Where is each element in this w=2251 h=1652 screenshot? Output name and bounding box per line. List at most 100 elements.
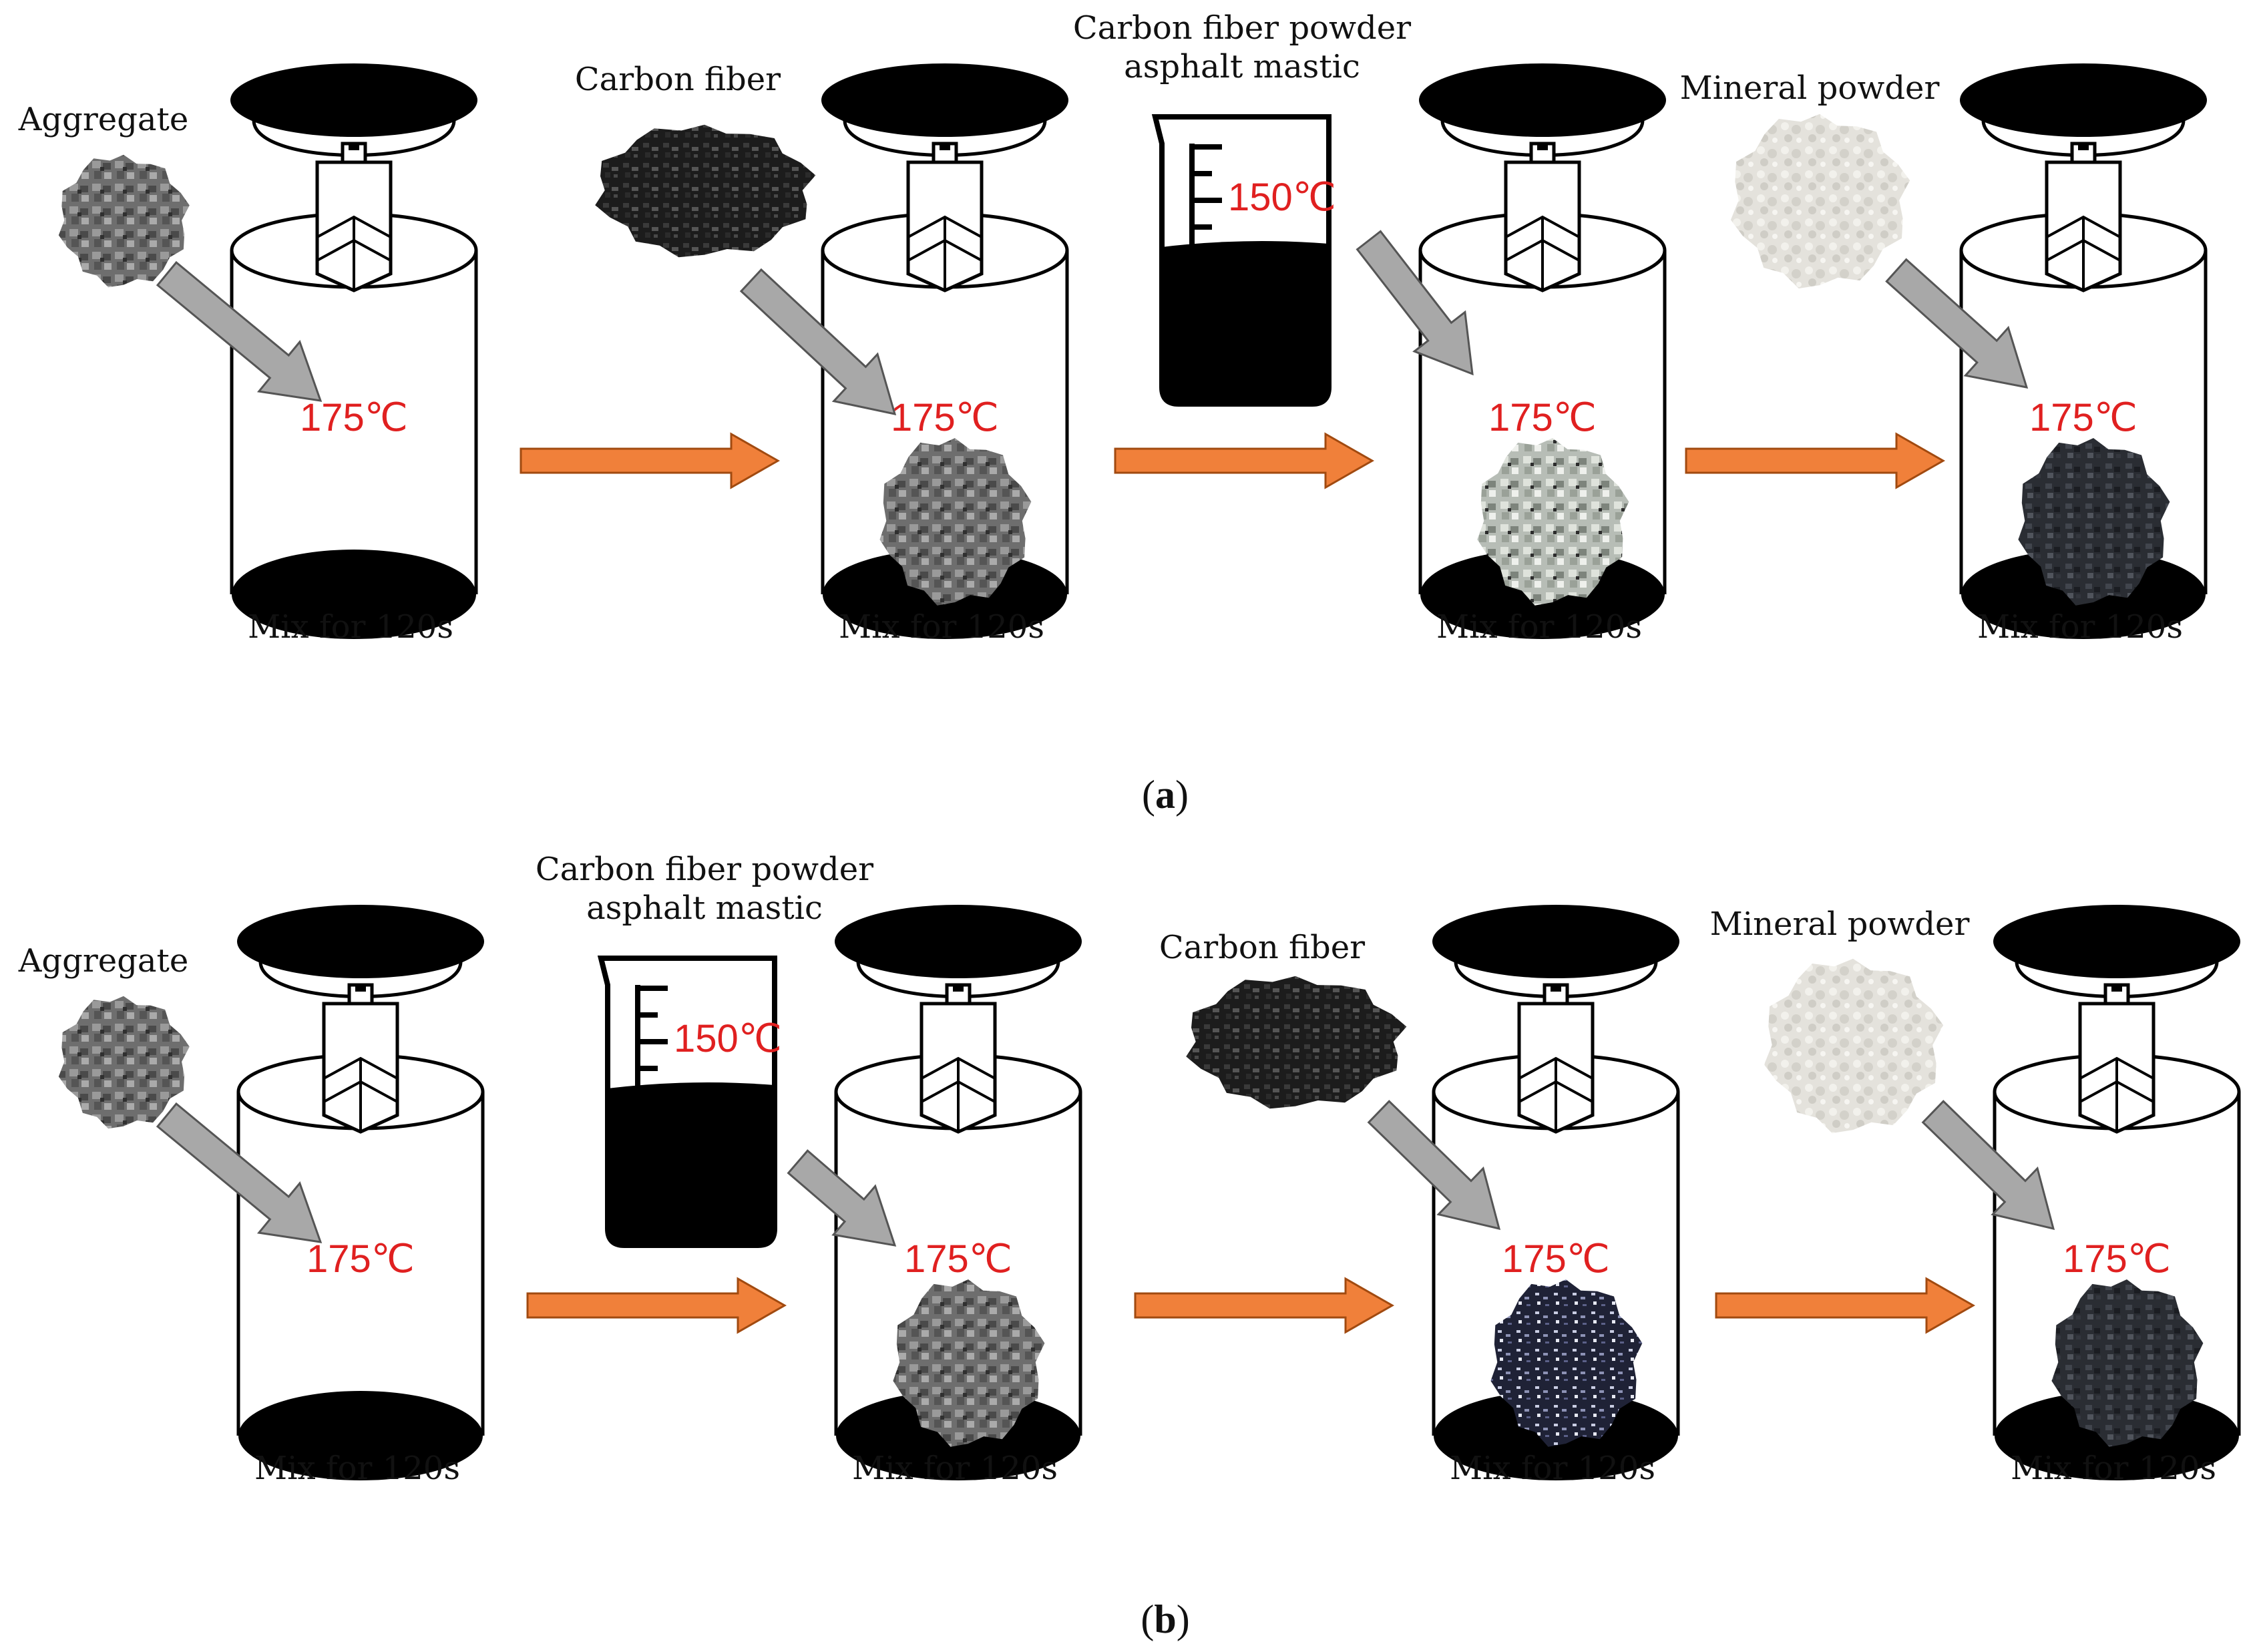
flow-arrow [520,432,781,489]
mix-label: Mix for 120s [254,1450,460,1487]
blade-chevrons [317,215,391,290]
flow-arrow [1715,1277,1976,1334]
shaft-cap [953,985,964,992]
panel-caption: (a) [1142,773,1189,817]
feed-arrow [1367,1100,1501,1231]
mixer-wall [1993,1092,2241,1436]
mix-label: Mix for 120s [852,1450,1058,1487]
beaker-scale [1189,144,1222,247]
mixer-temperature: 175℃ [1488,396,1597,439]
mixer-base [238,1391,483,1480]
lid [237,905,484,978]
feed-arrow [1356,230,1474,376]
lid [821,63,1068,137]
lid [1419,63,1666,137]
mix-label: Mix for 120s [1977,608,2183,646]
aggregate-image [58,996,190,1129]
mix-label: Mix for 120s [839,608,1044,646]
feed-arrow [156,260,323,402]
input-label-line: Carbon fiber powder [1073,9,1411,47]
feed-arrow [1885,258,2029,389]
lid [1993,905,2240,978]
mix-label: Mix for 120s [1450,1450,1655,1487]
lid [230,63,477,137]
stage: 175℃ Mix for 120s Aggregate [18,63,478,646]
mixer-temperature: 175℃ [1502,1237,1610,1281]
beaker-scale [635,985,668,1088]
blade-chevrons [921,1056,996,1132]
mixer-temperature: 175℃ [891,396,999,439]
mineral-powder-image [1730,114,1910,289]
shaft-cap [940,144,950,150]
flow-arrow [1134,1277,1395,1334]
carbon-fiber-image [595,124,816,258]
shaft-cap [1551,985,1561,992]
beaker-temperature: 150℃ [674,1017,782,1060]
input-label-line: asphalt mastic [1124,48,1360,85]
input-label: Aggregate [18,101,189,138]
flow-arrow [1114,432,1375,489]
mixer-base [232,550,476,639]
caption-paren: ( [1141,1597,1154,1641]
mixer-temperature: 175℃ [2029,396,2137,439]
stage: 175℃ Mix for 120s Carbon fiber [1159,905,1680,1487]
blade-chevrons [1505,215,1580,290]
feed-arrow [739,268,897,415]
panel-caption: (b) [1141,1597,1189,1641]
mixer [236,905,485,1480]
mixer-contents [1490,1279,1643,1447]
beaker-temperature: 150℃ [1228,176,1336,219]
aggregate-image [58,154,190,288]
caption-letter: b [1154,1597,1176,1641]
input-label: Carbon fiber [1159,929,1365,966]
mixer-temperature: 175℃ [2063,1237,2171,1281]
mixer-contents [2018,438,2170,606]
shaft-cap [1537,144,1548,150]
lid [835,905,1082,978]
input-label: Carbon fiber [575,61,781,98]
carbon-fiber-image [1186,976,1407,1109]
feed-arrow [1921,1100,2055,1231]
flow-arrow [1685,432,1946,489]
shaft-cap [349,144,359,150]
feed-arrow [787,1149,897,1247]
feed-arrow [156,1102,323,1243]
blade-chevrons [2079,1056,2154,1132]
mastic-beaker: 150℃ [1151,114,1336,407]
stage: 175℃ Mix for 120s Carbon fiber [575,61,1069,646]
mixer-contents [1477,438,1629,606]
stage: 175℃ Mix for 120s Mineral powder [1680,63,2208,646]
mixer-contents [879,438,1032,606]
blade-chevrons [323,1056,398,1132]
caption-paren: ) [1177,1597,1190,1641]
shaft-cap [355,985,366,992]
blade-chevrons [907,215,982,290]
lid [1432,905,1679,978]
input-label: Aggregate [18,942,189,980]
mixer-wall [821,250,1069,594]
caption-paren: ) [1175,773,1189,817]
asphalt-mastic [1162,241,1329,404]
panel-a: 175℃ Mix for 120s Aggregate 175℃ Mix for 120… [18,9,2208,817]
flow-arrow [526,1277,787,1334]
asphalt-mastic [608,1082,775,1245]
mixer [230,63,478,639]
mixer-contents [893,1279,1045,1447]
mixer-temperature: 175℃ [300,396,408,439]
shaft-cap [2111,985,2122,992]
mix-label: Mix for 120s [248,608,453,646]
mineral-powder-image [1764,958,1944,1133]
mix-label: Mix for 120s [1436,608,1642,646]
blade-chevrons [2046,215,2121,290]
mixer-wall [236,1092,485,1436]
input-label: Mineral powder [1680,69,1940,107]
shaft-cap [2078,144,2089,150]
mixer-contents [2051,1279,2204,1447]
input-label-line: asphalt mastic [586,889,823,927]
